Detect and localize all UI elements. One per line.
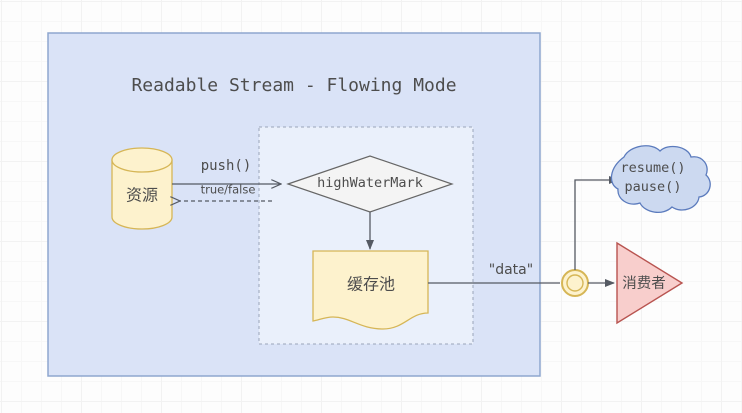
true-false-edge-label: true/false bbox=[201, 183, 256, 197]
diagram-title: Readable Stream - Flowing Mode bbox=[131, 75, 456, 96]
data-edge-label: "data" bbox=[489, 262, 533, 278]
push-edge-label: push() bbox=[201, 158, 252, 174]
resource-label: 资源 bbox=[126, 186, 158, 205]
cloud-shape bbox=[610, 145, 711, 213]
cloud-label-resume: resume() bbox=[620, 160, 685, 176]
consumer-triangle-node: 消费者 bbox=[616, 241, 684, 325]
event-node-inner-ring bbox=[566, 274, 584, 292]
document-shape bbox=[312, 250, 429, 330]
event-node bbox=[561, 269, 589, 297]
node-to-cloud-edge-line bbox=[574, 176, 619, 270]
triangle-shape bbox=[616, 241, 684, 325]
highwatermark-label: highWaterMark bbox=[317, 175, 423, 191]
diamond-shape bbox=[286, 155, 454, 213]
resource-cylinder-node: 资源 bbox=[111, 147, 173, 230]
control-cloud-node: resume() pause() bbox=[610, 145, 711, 213]
consumer-label: 消费者 bbox=[622, 275, 666, 292]
buffer-pool-node: 缓存池 bbox=[312, 250, 429, 330]
cylinder-body bbox=[111, 159, 173, 230]
cloud-label-pause: pause() bbox=[625, 179, 682, 195]
cylinder-top bbox=[111, 147, 173, 173]
highwatermark-diamond-node: highWaterMark bbox=[286, 155, 454, 213]
buffer-pool-label: 缓存池 bbox=[347, 275, 395, 294]
